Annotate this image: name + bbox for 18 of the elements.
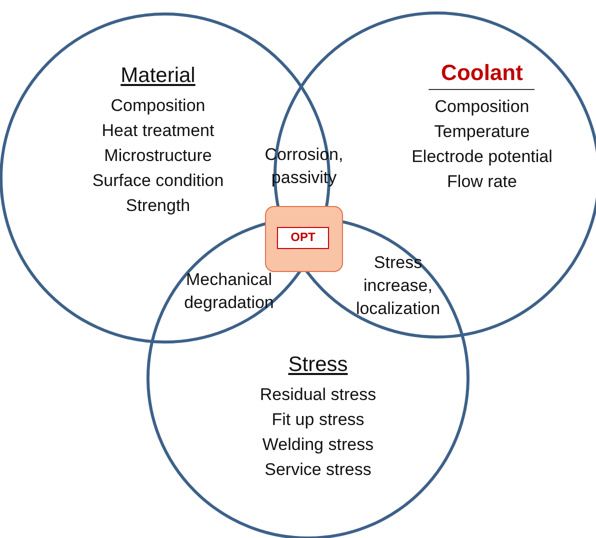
- highlight-box: [265, 206, 343, 272]
- list-item: Fit up stress: [272, 409, 364, 431]
- list-item: Residual stress: [260, 384, 376, 406]
- list-item: Surface condition: [92, 170, 224, 192]
- list-item: Electrode potential: [412, 146, 552, 168]
- set-heading: Coolant: [429, 60, 535, 90]
- list-item: Heat treatment: [102, 120, 214, 142]
- list-item: Service stress: [264, 459, 372, 481]
- list-item: Strength: [126, 195, 190, 217]
- set-heading: Material: [120, 63, 196, 89]
- list-item: Microstructure: [104, 145, 212, 167]
- opt-tag: OPT: [277, 227, 329, 249]
- list-item: Temperature: [434, 121, 530, 143]
- list-item: Composition: [110, 95, 206, 117]
- list-item: Welding stress: [262, 434, 374, 456]
- list-item: Flow rate: [447, 171, 517, 193]
- set-heading: Stress: [288, 352, 348, 378]
- list-item: Composition: [434, 96, 530, 118]
